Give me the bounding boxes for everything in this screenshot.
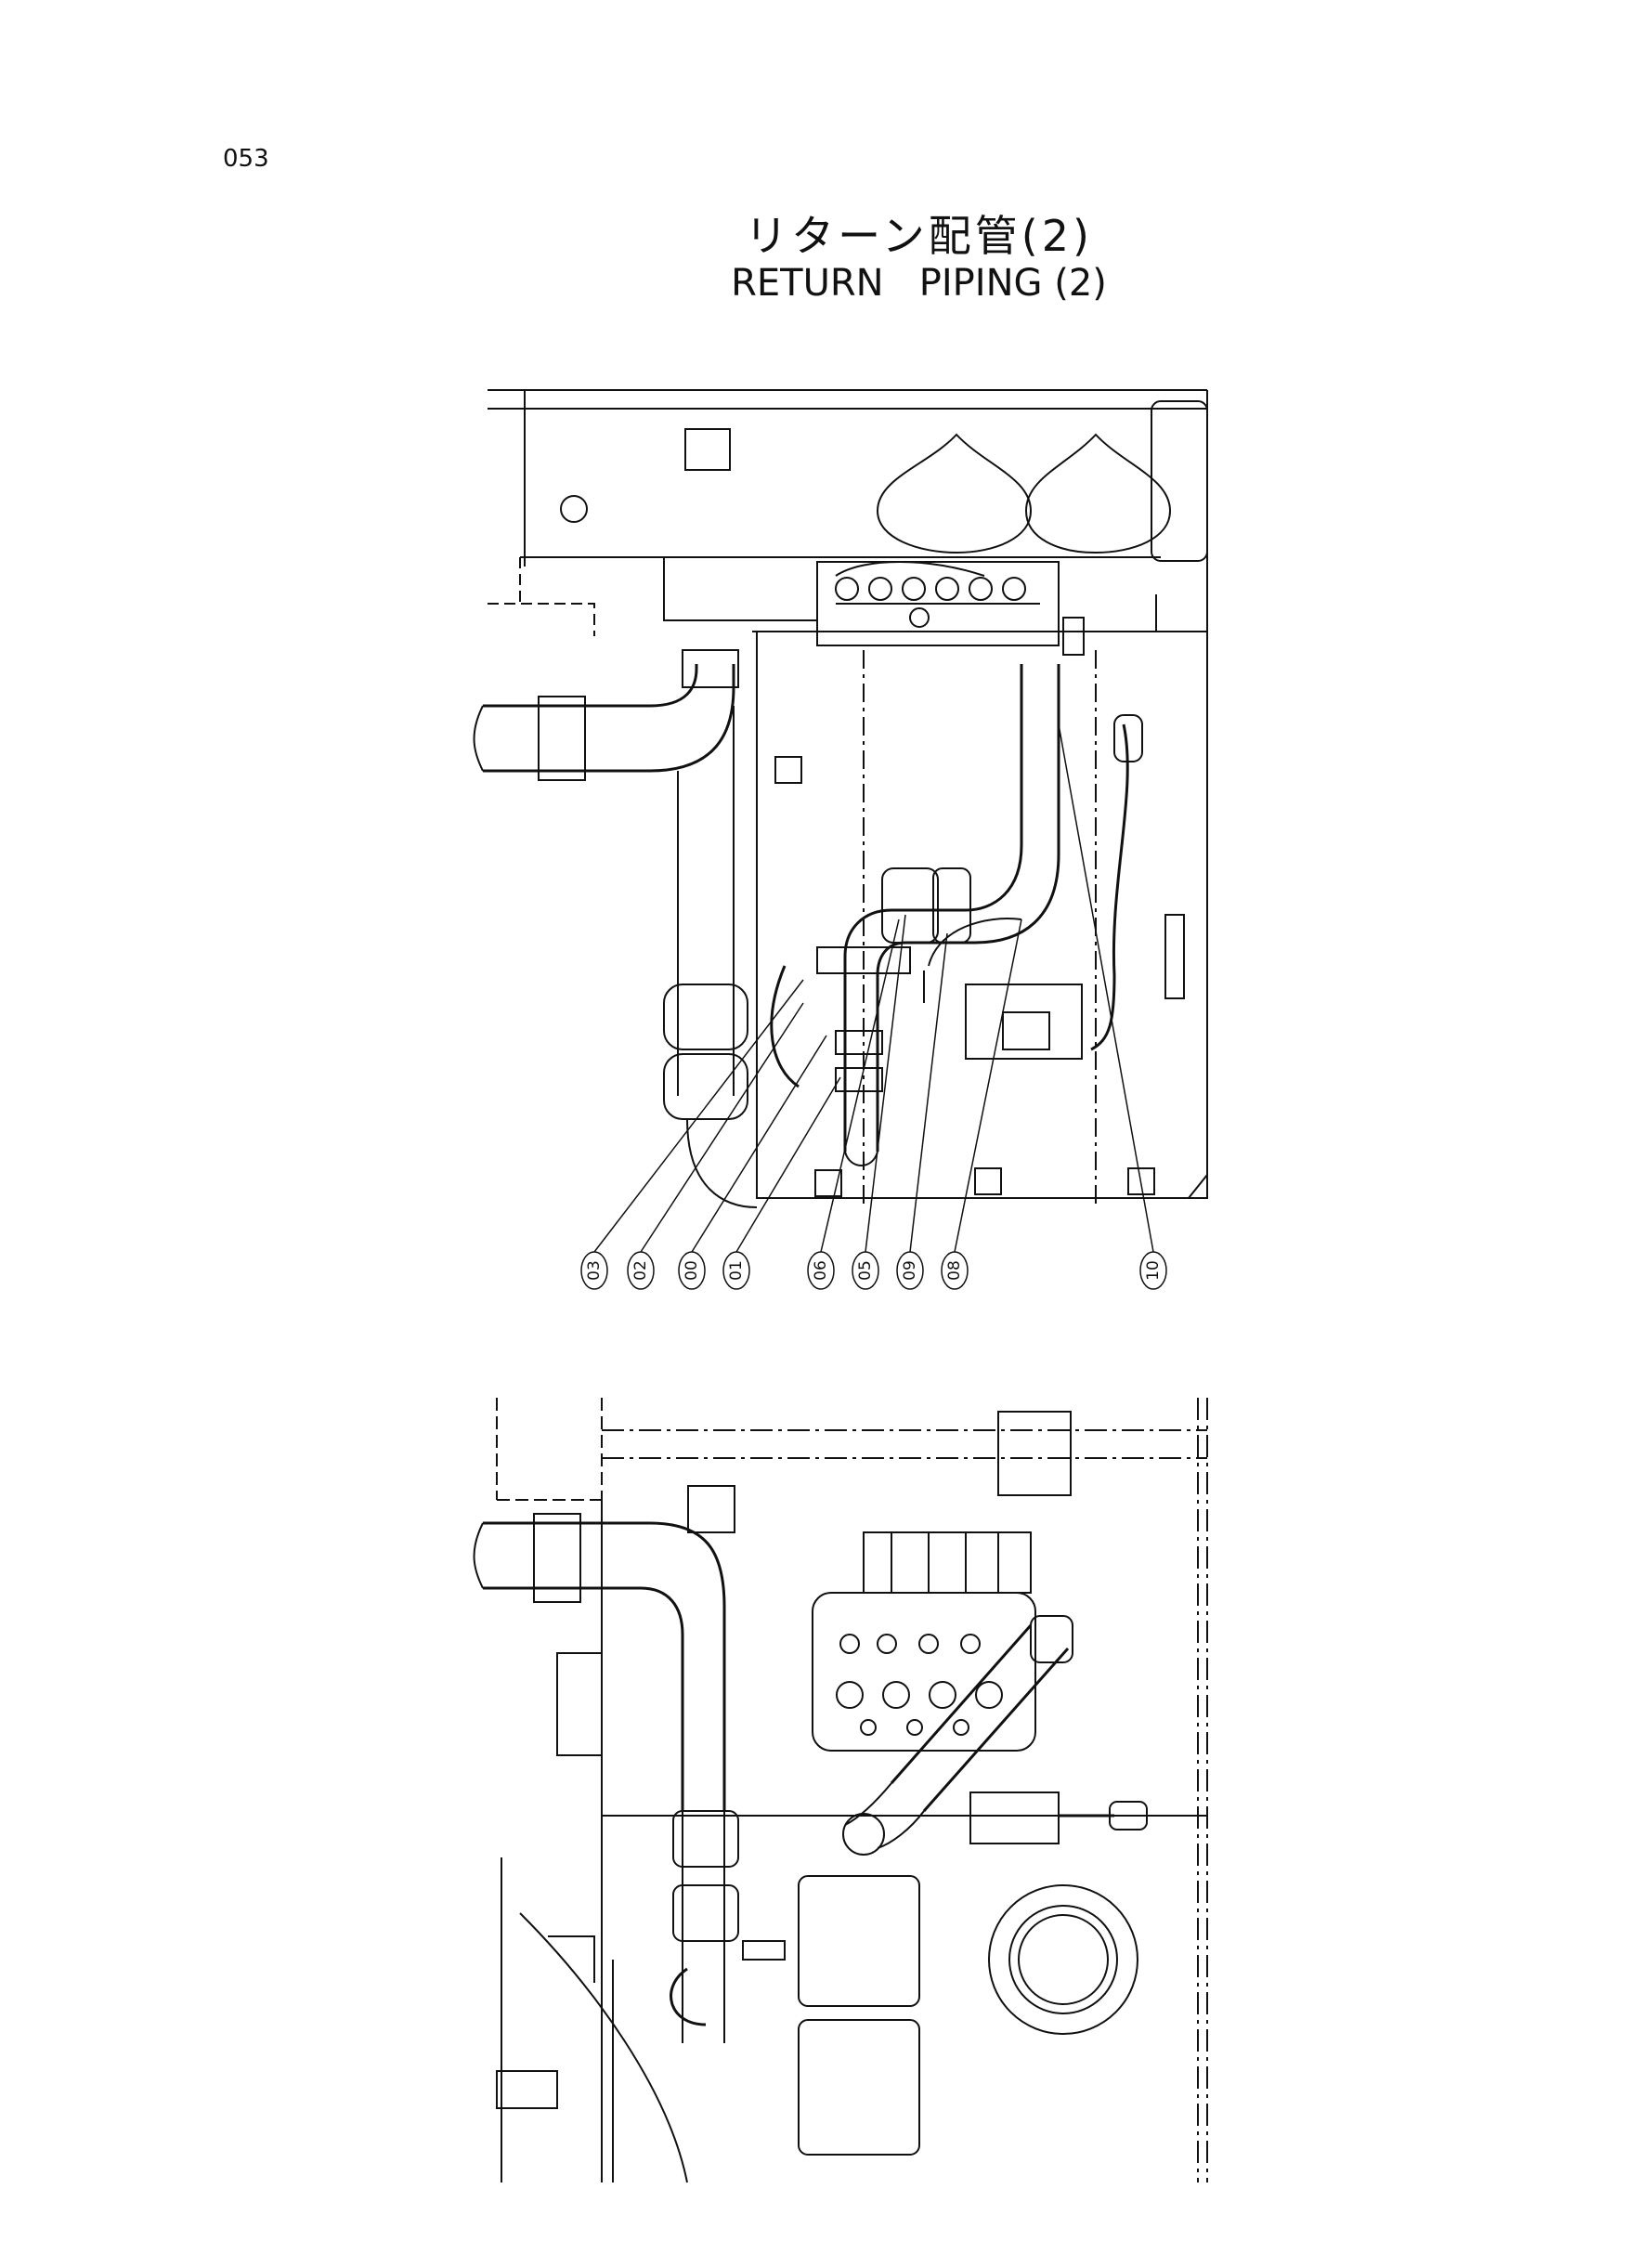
callout-03: 03 (580, 1251, 608, 1290)
callout-00: 00 (678, 1251, 706, 1290)
lower-view (473, 1398, 1208, 2183)
callout-01: 01 (722, 1251, 750, 1290)
callout-label: 03 (585, 1260, 604, 1281)
callout-label: 09 (901, 1260, 919, 1281)
callout-06: 06 (807, 1251, 835, 1290)
callout-label: 02 (631, 1260, 650, 1281)
callout-label: 00 (683, 1260, 701, 1281)
callout-label: 10 (1144, 1260, 1163, 1281)
title-japanese: リターン配管(2) (745, 211, 1093, 261)
callout-08: 08 (941, 1251, 969, 1290)
callout-label: 05 (856, 1260, 875, 1281)
upper-view (473, 389, 1208, 1208)
callout-label: 06 (812, 1260, 830, 1281)
callout-label: 08 (945, 1260, 964, 1281)
callout-09: 09 (896, 1251, 924, 1290)
callout-05: 05 (852, 1251, 879, 1290)
page-number: 053 (223, 145, 269, 173)
callout-02: 02 (627, 1251, 655, 1290)
leader-lines (593, 723, 1154, 1253)
title-english: RETURN PIPING (2) (731, 262, 1107, 305)
callout-label: 01 (727, 1260, 746, 1281)
callouts: 03 02 00 01 06 05 09 08 10 (580, 1251, 1167, 1290)
callout-10: 10 (1139, 1251, 1167, 1290)
